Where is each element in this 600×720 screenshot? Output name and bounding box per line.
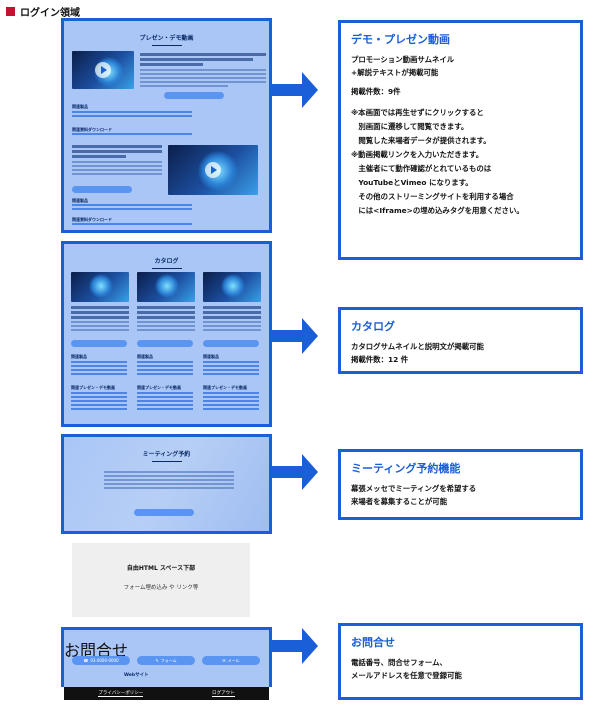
meeting-callout-title: ミーティング予約機能 xyxy=(351,462,461,475)
arrow-right-icon xyxy=(272,70,320,110)
mail-button[interactable]: ✉メール xyxy=(202,656,260,665)
demo-video-thumbnail-2[interactable] xyxy=(168,145,258,195)
arrow-right-icon xyxy=(272,452,320,492)
phone-icon: ☎ xyxy=(83,658,89,663)
phone-button[interactable]: ☎03-0000-0000 xyxy=(72,656,130,665)
form-label: フォーム xyxy=(160,657,177,663)
demo-related-label: 関連製品 xyxy=(72,104,88,109)
catalog-related-label: 関連製品 xyxy=(137,354,153,359)
demo-callout-title: デモ・プレゼン動画 xyxy=(351,33,450,46)
demo-callout-count: 掲載件数：9件 xyxy=(351,87,401,96)
demo-related-label-2: 関連製品 xyxy=(72,198,88,203)
catalog-presentation-label: 関連プレゼン・デモ動画 xyxy=(203,385,247,390)
meeting-mockup-title: ミーティング予約 xyxy=(64,449,269,462)
catalog-download-button[interactable] xyxy=(203,340,259,347)
catalog-callout: カタログ カタログサムネイルと説明文が掲載可能 掲載件数：12 件 xyxy=(338,307,583,374)
free-html-space: 自由HTML スペース下部 フォーム埋め込み や リンク等 xyxy=(72,543,250,617)
catalog-thumbnail[interactable] xyxy=(137,272,195,302)
demo-video-mockup: プレゼン・デモ動画 関連製品 関連資料ダウンロード 関連製品 関連資料ダウンロー… xyxy=(61,18,272,233)
catalog-download-button[interactable] xyxy=(137,340,193,347)
privacy-policy-link[interactable]: プライバシーポリシー xyxy=(98,691,144,697)
catalog-related-label: 関連製品 xyxy=(203,354,219,359)
demo-download-label-2: 関連資料ダウンロード xyxy=(72,217,112,222)
contact-callout-title: お問合せ xyxy=(351,636,395,649)
catalog-mockup-title: カタログ xyxy=(64,256,269,269)
meeting-callout: ミーティング予約機能 幕張メッセでミーティングを希望する 来場者を募集することが… xyxy=(338,449,583,520)
website-link[interactable]: Webサイト xyxy=(124,672,149,678)
demo-callout: デモ・プレゼン動画 プロモーション動画サムネイル +解説テキストが掲載可能 掲載… xyxy=(338,20,583,260)
meeting-schedule-button[interactable] xyxy=(134,509,194,516)
arrow-right-icon xyxy=(272,316,320,356)
catalog-thumbnail[interactable] xyxy=(203,272,261,302)
contact-mockup: お問合せ ☎03-0000-0000 ✎フォーム ✉メール Webサイト xyxy=(61,627,272,687)
demo-mockup-title: プレゼン・デモ動画 xyxy=(64,33,269,46)
catalog-presentation-label: 関連プレゼン・デモ動画 xyxy=(137,385,181,390)
red-square-icon xyxy=(6,6,15,16)
form-icon: ✎ xyxy=(155,658,159,663)
logout-link[interactable]: ログアウト xyxy=(212,691,235,697)
demo-download-label: 関連資料ダウンロード xyxy=(72,127,112,132)
catalog-callout-title: カタログ xyxy=(351,320,395,333)
catalog-callout-body: カタログサムネイルと説明文が掲載可能 xyxy=(351,342,484,351)
arrow-right-icon xyxy=(272,626,320,666)
catalog-callout-count: 掲載件数：12 件 xyxy=(351,355,409,364)
contact-callout-body: 電話番号、問合せフォーム、 メールアドレスを任意で登録可能 xyxy=(351,658,462,680)
footer-bar: プライバシーポリシー ログアウト xyxy=(64,687,269,700)
demo-callout-body: プロモーション動画サムネイル +解説テキストが掲載可能 xyxy=(351,55,455,77)
play-icon[interactable] xyxy=(95,62,111,78)
section-header-label: ログイン領域 xyxy=(20,7,80,19)
demo-callout-notes: ※本画面では再生せずにクリックすると 別画面に遷移して閲覧できます。 閲覧した来… xyxy=(351,108,524,215)
play-icon[interactable] xyxy=(205,162,221,178)
website-label: Webサイト xyxy=(124,673,149,678)
contact-callout: お問合せ 電話番号、問合せフォーム、 メールアドレスを任意で登録可能 xyxy=(338,623,583,700)
section-header: ログイン領域 xyxy=(6,4,80,19)
catalog-thumbnail[interactable] xyxy=(71,272,129,302)
phone-number: 03-0000-0000 xyxy=(90,658,119,663)
meeting-mockup: ミーティング予約 xyxy=(61,434,272,534)
mail-icon: ✉ xyxy=(222,658,226,663)
meeting-callout-body: 幕張メッセでミーティングを希望する 来場者を募集することが可能 xyxy=(351,484,477,506)
free-html-subtitle: フォーム埋め込み や リンク等 xyxy=(123,585,199,591)
mail-label: メール xyxy=(227,657,240,663)
catalog-presentation-label: 関連プレゼン・デモ動画 xyxy=(71,385,115,390)
demo-video-thumbnail[interactable] xyxy=(72,51,134,89)
free-html-title: 自由HTML スペース下部 xyxy=(126,565,196,572)
contact-mockup-title: お問合せ xyxy=(64,641,129,660)
catalog-download-button[interactable] xyxy=(71,340,127,347)
demo-watch-button-2[interactable] xyxy=(72,186,132,193)
catalog-related-label: 関連製品 xyxy=(71,354,87,359)
demo-watch-button[interactable] xyxy=(164,92,224,99)
form-button[interactable]: ✎フォーム xyxy=(137,656,195,665)
catalog-mockup: カタログ 関連製品 関連製品 関連製品 関連プレゼン・デモ動画 関連プレゼン・デ… xyxy=(61,241,272,427)
